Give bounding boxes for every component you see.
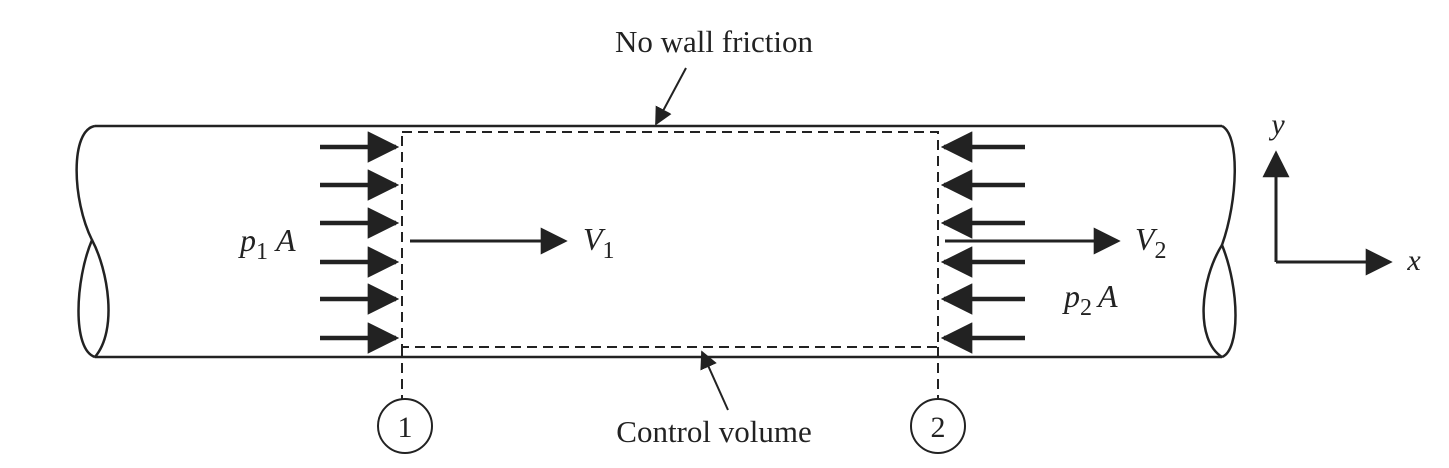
control-volume-pointer <box>700 350 729 411</box>
velocity-2-symbol: V <box>1135 221 1158 257</box>
y-axis-label: y <box>1268 108 1285 141</box>
right-pressure-arrows <box>940 131 1025 354</box>
right-force-subscript: 2 <box>1080 295 1092 321</box>
section-2-label: 2 <box>931 411 946 444</box>
left-force-subscript: 1 <box>256 239 268 265</box>
pipe <box>75 124 1237 359</box>
left-force-area: A <box>274 222 296 258</box>
left-force-symbol: p <box>238 222 256 258</box>
no-wall-friction-label: No wall friction <box>615 24 814 59</box>
control-volume-label: Control volume <box>616 414 811 449</box>
right-force-area: A <box>1096 278 1118 314</box>
velocity-1-symbol: V <box>583 221 606 257</box>
coordinate-axes: y x <box>1262 108 1421 277</box>
section-2-circle <box>910 398 966 454</box>
section-1-label: 1 <box>398 411 413 444</box>
velocity-2-subscript: 2 <box>1155 238 1167 264</box>
pipe-left-break-inner <box>90 239 110 358</box>
pipe-right-break-inner <box>1202 244 1224 359</box>
section-1-circle <box>377 398 433 454</box>
velocity-1-subscript: 1 <box>603 238 615 264</box>
no-wall-friction-pointer <box>655 67 687 126</box>
left-pressure-arrows <box>320 131 400 354</box>
velocity-2-label: V2 <box>1135 221 1167 264</box>
velocity-1-label: V1 <box>583 221 615 264</box>
right-force-symbol: p <box>1062 278 1080 314</box>
pipe-right-break <box>1220 124 1237 359</box>
control-volume-boundary <box>401 131 939 348</box>
x-axis-label: x <box>1406 244 1421 277</box>
